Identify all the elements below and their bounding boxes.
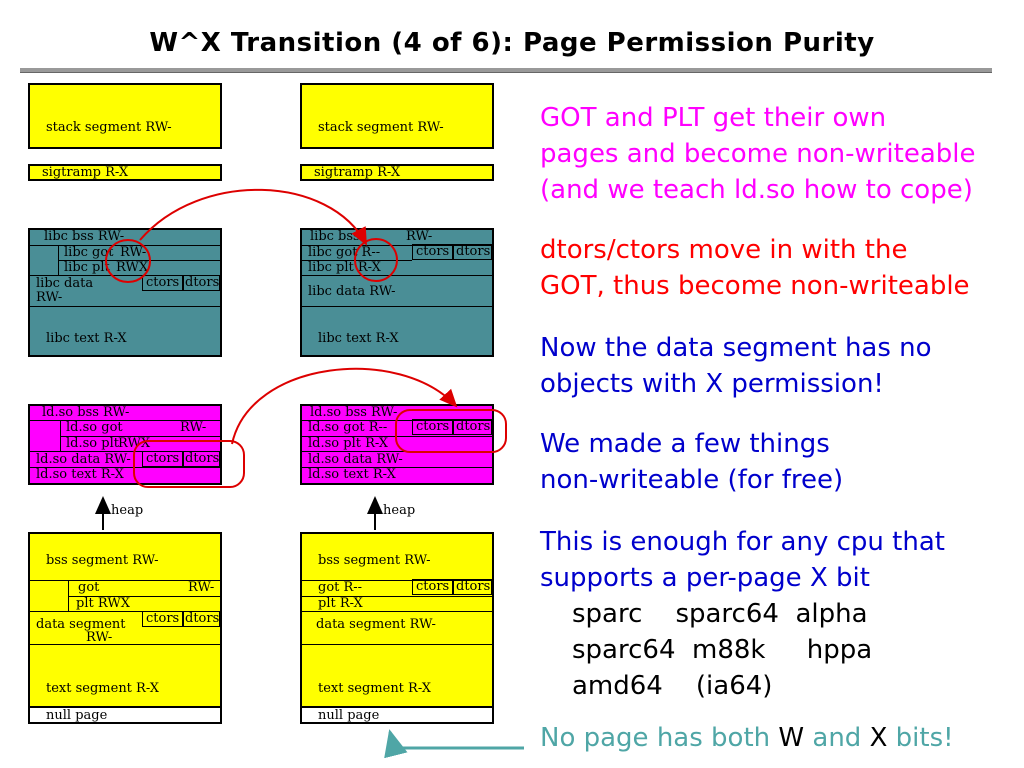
- right-ldso-got-label: ld.so got R--: [308, 420, 388, 435]
- left-ldso-ctors-dtors-circle: [133, 440, 245, 488]
- right-libc-got-label: libc got R--: [308, 245, 381, 260]
- title-rule: [20, 68, 992, 73]
- left-prog-ctors: ctors: [142, 611, 184, 627]
- left-libc-segment: libc bss RW- libc got RW- libc plt RWX l…: [28, 228, 222, 357]
- right-ldso-dtors: dtors: [452, 419, 492, 435]
- left-ldso-segment: ld.so bss RW- ld.so got RW- ld.so plt RW…: [28, 404, 222, 485]
- left-got-perm: RW-: [188, 580, 215, 595]
- left-libc-plt-label: libc plt: [64, 260, 110, 275]
- left-text-segment-label: text segment R-X: [46, 681, 160, 696]
- right-ldso-text-label: ld.so text R-X: [308, 467, 396, 482]
- left-libc-dtors: dtors: [182, 275, 220, 291]
- left-prog-dtors: dtors: [182, 611, 220, 627]
- left-plt-label: plt RWX: [76, 596, 130, 611]
- right-stack-segment: stack segment RW-: [300, 83, 494, 149]
- right-sigtramp: sigtramp R-X: [300, 164, 494, 181]
- right-libc-bss-label: libc bss: [310, 229, 360, 244]
- right-stack-label: stack segment RW-: [318, 120, 444, 135]
- left-libc-got-plt-circle: [105, 239, 151, 283]
- right-libc-text-label: libc text R-X: [318, 331, 399, 346]
- left-ldso-data-label: ld.so data RW-: [36, 452, 131, 467]
- right-ldso-bss-label: ld.so bss RW-: [310, 405, 398, 420]
- right-ldso-data-label: ld.so data RW-: [308, 452, 403, 467]
- right-ldso-plt-label: ld.so plt R-X: [308, 436, 389, 451]
- left-bss-label: bss segment RW-: [46, 553, 159, 568]
- right-libc-segment: libc bss RW- libc got R-- ctors dtors li…: [300, 228, 494, 357]
- left-libc-plt-perm: RWX: [116, 260, 149, 275]
- right-prog-dtors: dtors: [452, 579, 492, 595]
- right-sigtramp-label: sigtramp R-X: [314, 165, 401, 180]
- right-heap-label: heap: [383, 503, 416, 518]
- right-libc-bss-perm: RW-: [406, 229, 433, 244]
- left-stack-segment: stack segment RW-: [28, 83, 222, 149]
- left-ldso-ctors: ctors: [142, 451, 184, 467]
- right-got-label: got R--: [318, 580, 363, 595]
- left-libc-ctors: ctors: [142, 275, 184, 291]
- left-sigtramp-label: sigtramp R-X: [42, 165, 129, 180]
- right-libc-plt-label: libc plt R-X: [308, 260, 381, 275]
- left-got-label: got: [78, 580, 100, 595]
- right-null-page: null page: [300, 706, 494, 724]
- right-ldso-ctors-dtors-circle: [395, 409, 507, 453]
- left-libc-got-perm: RW-: [120, 245, 147, 260]
- right-libc-dtors: dtors: [452, 244, 492, 260]
- right-bss-label: bss segment RW-: [318, 553, 431, 568]
- left-libc-data-label: libc data: [36, 276, 94, 291]
- slide-title: W^X Transition (4 of 6): Page Permission…: [149, 28, 875, 58]
- right-libc-got-plt-circle: [354, 238, 398, 282]
- left-data-segment-label: data segment: [36, 617, 126, 632]
- left-libc-data-perm: RW-: [36, 290, 63, 305]
- left-heap-label: heap: [111, 503, 144, 518]
- left-sigtramp: sigtramp R-X: [28, 164, 222, 181]
- right-ldso-ctors: ctors: [412, 419, 454, 435]
- right-plt-label: plt R-X: [318, 596, 363, 611]
- right-prog-ctors: ctors: [412, 579, 454, 595]
- right-libc-data-label: libc data RW-: [308, 284, 396, 299]
- left-ldso-plt-perm: RWX: [118, 436, 151, 451]
- left-ldso-plt-label: ld.so plt: [66, 436, 119, 451]
- right-libc-ctors: ctors: [412, 244, 454, 260]
- left-data-segment-perm: RW-: [86, 630, 113, 645]
- left-null-page: null page: [28, 706, 222, 724]
- bullet-no-wx: No page has both W and X bits!: [540, 723, 954, 753]
- left-stack-label: stack segment RW-: [46, 120, 172, 135]
- left-ldso-got-label: ld.so got: [66, 420, 123, 435]
- null-page-pointer-arrow: [384, 729, 524, 759]
- left-program-segment: bss segment RW- got RW- plt RWX data seg…: [28, 532, 222, 708]
- ldso-move-arrow: [231, 367, 458, 445]
- left-libc-got-label: libc got: [64, 245, 114, 260]
- left-ldso-dtors: dtors: [182, 451, 220, 467]
- right-text-segment-label: text segment R-X: [318, 681, 432, 696]
- left-ldso-got-perm: RW-: [180, 420, 207, 435]
- left-libc-text-label: libc text R-X: [46, 331, 127, 346]
- libc-move-arrow: [139, 188, 367, 246]
- left-ldso-text-label: ld.so text R-X: [36, 467, 124, 482]
- left-libc-bss-label: libc bss RW-: [44, 229, 125, 244]
- right-data-segment-label: data segment RW-: [316, 617, 436, 632]
- left-ldso-bss-label: ld.so bss RW-: [42, 405, 130, 420]
- right-program-segment: bss segment RW- got R-- ctors dtors plt …: [300, 532, 494, 708]
